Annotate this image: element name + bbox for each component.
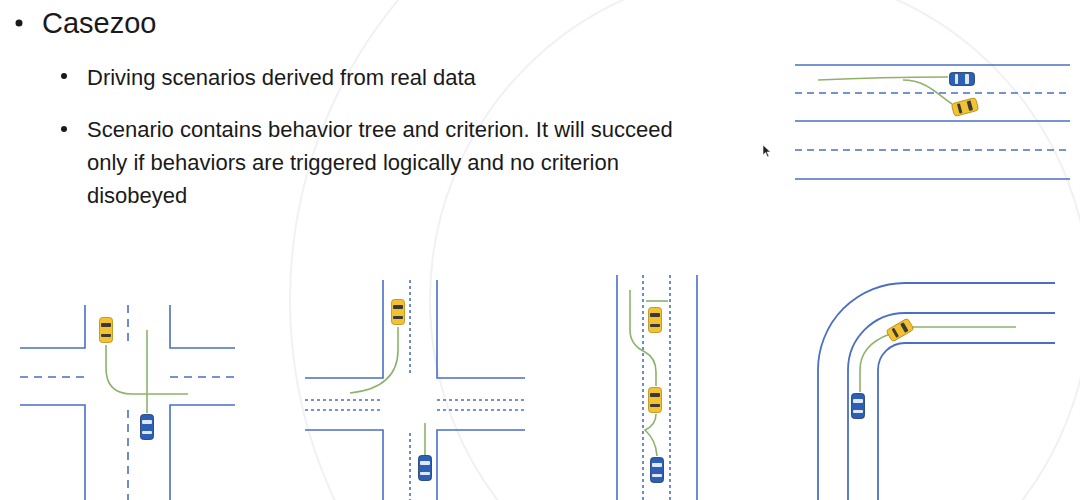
curve-scene bbox=[818, 283, 1055, 500]
slide-title: Casezoo bbox=[42, 5, 156, 41]
intersection-scene bbox=[20, 305, 235, 500]
bullet-text: Scenario contains behavior tree and crit… bbox=[87, 113, 677, 212]
intersection-scene bbox=[305, 280, 525, 500]
mouse-cursor bbox=[763, 145, 771, 157]
bullet-text: Driving scenarios derived from real data bbox=[87, 61, 687, 94]
lane-change-scene bbox=[617, 275, 697, 500]
highway-scene bbox=[795, 65, 1070, 179]
